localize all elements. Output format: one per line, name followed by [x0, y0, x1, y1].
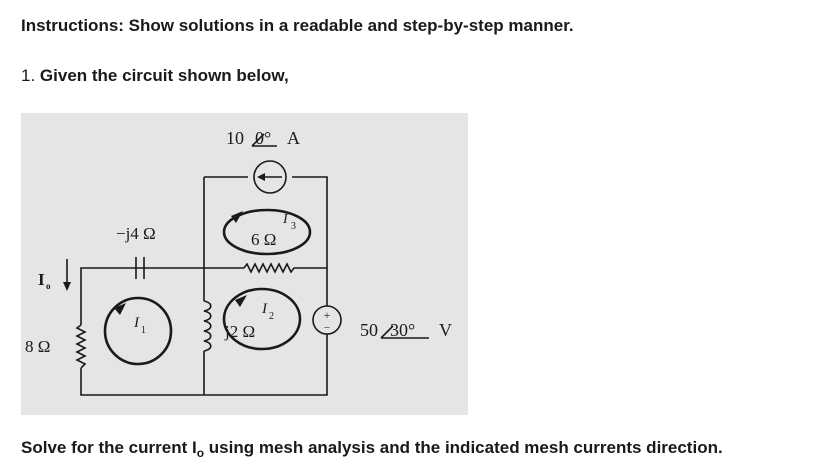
resistor-8-label: 8 Ω — [25, 337, 50, 356]
current-source-magnitude: 10 — [226, 128, 244, 148]
mesh-2-arrow: I 2 — [222, 287, 302, 351]
current-io-label: I — [38, 270, 45, 289]
mesh-3-label: I — [282, 212, 289, 227]
mesh-3-arrow: I 3 — [222, 208, 312, 256]
solve-subscript: o — [196, 446, 205, 460]
voltage-source-unit: V — [439, 320, 452, 340]
current-source-angle: 0° — [255, 128, 271, 148]
solve-text-after: using mesh analysis and the indicated me… — [204, 438, 723, 457]
instructions-text: Instructions: Show solutions in a readab… — [21, 16, 574, 35]
current-source — [253, 160, 287, 194]
resistor-8-symbol — [75, 324, 87, 369]
minus-sign: − — [324, 322, 330, 334]
plus-sign: + — [324, 308, 331, 322]
current-source-label: 10 0° A — [226, 128, 300, 148]
circuit-diagram: + − I o I 1 I 2 I 3 — [21, 113, 468, 415]
mesh-1-arrow: I 1 — [103, 296, 173, 366]
solve-instruction: Solve for the current Io using mesh anal… — [21, 438, 723, 460]
current-io-sub: o — [46, 281, 51, 291]
voltage-source-angle: 30° — [390, 320, 415, 340]
capacitor-symbol — [135, 257, 145, 279]
mesh-1-label: I — [133, 315, 140, 331]
question-text: Given the circuit shown below, — [39, 66, 289, 85]
solve-text-before: Solve for the current I — [21, 438, 197, 457]
mesh-2-label: I — [261, 301, 268, 317]
current-io-arrow: I o — [38, 259, 71, 291]
mesh-2-sub: 2 — [269, 311, 274, 322]
capacitor-label: −j4 Ω — [116, 224, 156, 243]
question-number: 1. — [21, 66, 36, 85]
mesh-1-sub: 1 — [141, 325, 146, 336]
voltage-source-magnitude: 50 — [360, 320, 378, 340]
resistor-6-symbol — [243, 262, 297, 274]
inductor-label: j2 Ω — [224, 322, 255, 341]
resistor-6-label: 6 Ω — [251, 230, 276, 249]
current-source-unit: A — [287, 128, 300, 148]
inductor-symbol — [203, 300, 212, 352]
question-line: 1. Given the circuit shown below, — [21, 66, 289, 86]
mesh-3-sub: 3 — [291, 221, 296, 232]
voltage-source-label: 50 30° V — [360, 320, 452, 340]
circuit-wires — [80, 176, 328, 396]
voltage-source: + − — [312, 305, 342, 335]
